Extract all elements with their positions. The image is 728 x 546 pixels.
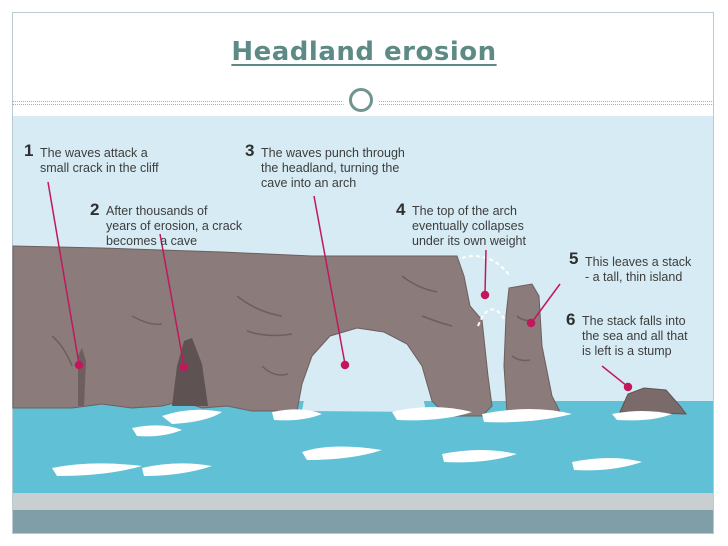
step-5-number: 5	[569, 249, 579, 268]
step-3-number: 3	[245, 141, 255, 160]
stump	[619, 387, 688, 415]
step-1-label: The waves attack a small crack in the cl…	[40, 146, 159, 175]
step-2-label: After thousands of years of erosion, a c…	[106, 204, 243, 248]
slide-title: Headland erosion	[231, 37, 497, 67]
step-4-number: 4	[396, 200, 406, 219]
rock-texture	[51, 275, 453, 376]
step-3-label: The waves punch through the headland, tu…	[261, 146, 405, 190]
sea-floor-band	[13, 493, 713, 510]
step-6-label: The stack falls into the sea and all tha…	[582, 314, 688, 358]
step-4-label: The top of the arch eventually collapses…	[412, 204, 526, 248]
slide-footer-band	[13, 510, 713, 533]
arch-opening	[302, 332, 425, 412]
headland-erosion-diagram	[12, 116, 713, 510]
step-1-number: 1	[24, 141, 34, 160]
step-2-number: 2	[90, 200, 100, 219]
divider-ring-icon	[343, 82, 379, 118]
annotation-pointers	[47, 181, 633, 392]
collapsed-arch-outline	[461, 255, 511, 327]
sea	[13, 401, 713, 493]
step-5-label: This leaves a stack - a tall, thin islan…	[585, 255, 692, 284]
sea-foam	[52, 407, 672, 476]
headland-cliff	[12, 245, 493, 417]
step-6-number: 6	[566, 310, 576, 329]
cave-shadow	[172, 338, 208, 406]
